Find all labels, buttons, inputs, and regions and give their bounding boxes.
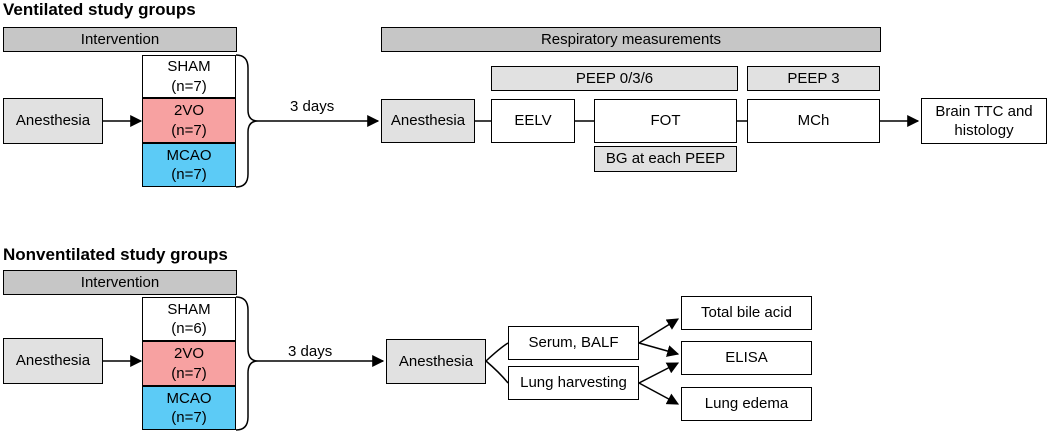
lung-harvesting-box: Lung harvesting bbox=[508, 366, 639, 400]
group-2vo-2: 2VO (n=7) bbox=[142, 341, 236, 386]
peep-3-box: PEEP 3 bbox=[747, 66, 880, 91]
nonventilated-title: Nonventilated study groups bbox=[3, 245, 228, 264]
anesthesia-box: Anesthesia bbox=[3, 98, 103, 144]
ventilated-title: Ventilated study groups bbox=[3, 0, 196, 19]
group-sham: SHAM (n=7) bbox=[142, 55, 236, 98]
group-name: 2VO bbox=[173, 345, 204, 362]
fork-to-serum-and-lung bbox=[485, 342, 509, 384]
anesthesia-box-4: Anesthesia bbox=[386, 339, 486, 384]
days-label: 3 days bbox=[290, 98, 335, 115]
respiratory-header: Respiratory measurements bbox=[381, 27, 881, 52]
intervention-header: Intervention bbox=[3, 27, 237, 52]
group-name: SHAM bbox=[167, 300, 211, 318]
mch-box: MCh bbox=[747, 99, 880, 143]
serum-balf-box: Serum, BALF bbox=[508, 326, 639, 360]
group-n: (n=7) bbox=[171, 121, 207, 139]
brace-groups-2 bbox=[235, 296, 259, 431]
total-bile-acid-box: Total bile acid bbox=[681, 296, 812, 330]
group-name: MCAO bbox=[166, 389, 212, 407]
group-n: (n=6) bbox=[171, 320, 207, 337]
arrow-lung-to-edema bbox=[638, 382, 680, 405]
peep-all-box: PEEP 0/3/6 bbox=[491, 66, 738, 91]
elisa-box: ELISA bbox=[681, 341, 812, 375]
bg-box: BG at each PEEP bbox=[594, 146, 737, 172]
brain-line-2: histology bbox=[954, 122, 1014, 139]
group-n: (n=7) bbox=[171, 77, 207, 95]
arrow-serum-to-elisa bbox=[638, 342, 680, 357]
brain-ttc-box: Brain TTC and histology bbox=[921, 98, 1047, 144]
group-mcao-2: MCAO (n=7) bbox=[142, 386, 236, 430]
eelv-box: EELV bbox=[491, 99, 575, 143]
arrow-lung-to-elisa bbox=[638, 362, 680, 384]
group-name: MCAO bbox=[166, 146, 212, 164]
group-name: 2VO bbox=[173, 102, 204, 119]
brace-groups bbox=[235, 54, 259, 188]
anesthesia-box-3: Anesthesia bbox=[3, 338, 103, 384]
group-n: (n=7) bbox=[171, 409, 207, 426]
lung-edema-box: Lung edema bbox=[681, 387, 812, 421]
group-sham-2: SHAM (n=6) bbox=[142, 297, 236, 341]
group-2vo: 2VO (n=7) bbox=[142, 98, 236, 143]
days-label-2: 3 days bbox=[288, 343, 333, 360]
arrow-serum-to-bile bbox=[638, 318, 680, 344]
brain-line-1: Brain TTC and bbox=[935, 102, 1033, 120]
group-mcao: MCAO (n=7) bbox=[142, 143, 236, 187]
group-n: (n=7) bbox=[171, 364, 207, 382]
intervention-header-2: Intervention bbox=[3, 270, 237, 295]
fot-box: FOT bbox=[594, 99, 737, 143]
group-name: SHAM bbox=[167, 58, 211, 75]
group-n: (n=7) bbox=[171, 166, 207, 183]
anesthesia-box-2: Anesthesia bbox=[381, 99, 475, 143]
